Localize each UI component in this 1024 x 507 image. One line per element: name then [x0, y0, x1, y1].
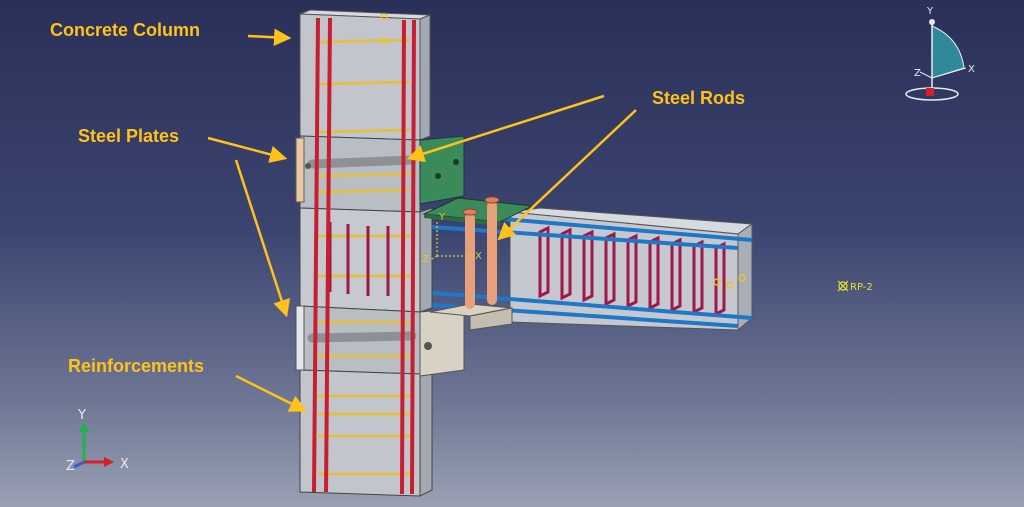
view-cube-z-label: Z	[914, 68, 921, 79]
global-axis-triad	[73, 422, 114, 469]
local-axis-z-label: Z	[422, 254, 429, 265]
beam-stirrups	[538, 225, 726, 317]
column-top-nuts	[380, 13, 388, 45]
global-axis-z-label: Z	[66, 459, 75, 474]
local-axes-icon	[429, 222, 474, 261]
vertical-steel-rods	[465, 201, 497, 309]
steel-plate-face-upper	[295, 137, 305, 203]
global-axis-x-label: X	[120, 457, 129, 472]
bracket-bottom-plate	[429, 303, 513, 331]
view-cube-y-label: Y	[926, 6, 934, 17]
column-ties	[317, 38, 411, 476]
global-axis-y-label: Y	[77, 408, 86, 423]
view-cube-x-label: X	[968, 64, 975, 75]
view-orientation-widget[interactable]	[905, 19, 967, 101]
callout-arrows	[207, 28, 637, 412]
reference-point-label: RP-2	[850, 282, 873, 293]
beam-end-nuts	[713, 274, 746, 289]
rod-nuts	[462, 196, 500, 216]
local-axis-y-label: Y	[438, 212, 446, 223]
label-steel-plates: Steel Plates	[78, 126, 180, 146]
steel-plate-side-upper	[419, 135, 465, 205]
reference-point-marker[interactable]	[837, 280, 849, 292]
steel-plate-side-lower	[419, 307, 465, 377]
steel-plate-face-lower	[295, 305, 305, 371]
joint-stirrups	[328, 222, 390, 296]
label-reinforcements: Reinforcements	[68, 356, 205, 376]
local-axis-x-label: X	[475, 251, 482, 262]
label-steel-rods: Steel Rods	[652, 88, 746, 108]
column-longitudinal-rebar	[312, 17, 416, 495]
label-concrete-column: Concrete Column	[50, 20, 201, 40]
column-side-bolt-heads	[305, 163, 432, 350]
